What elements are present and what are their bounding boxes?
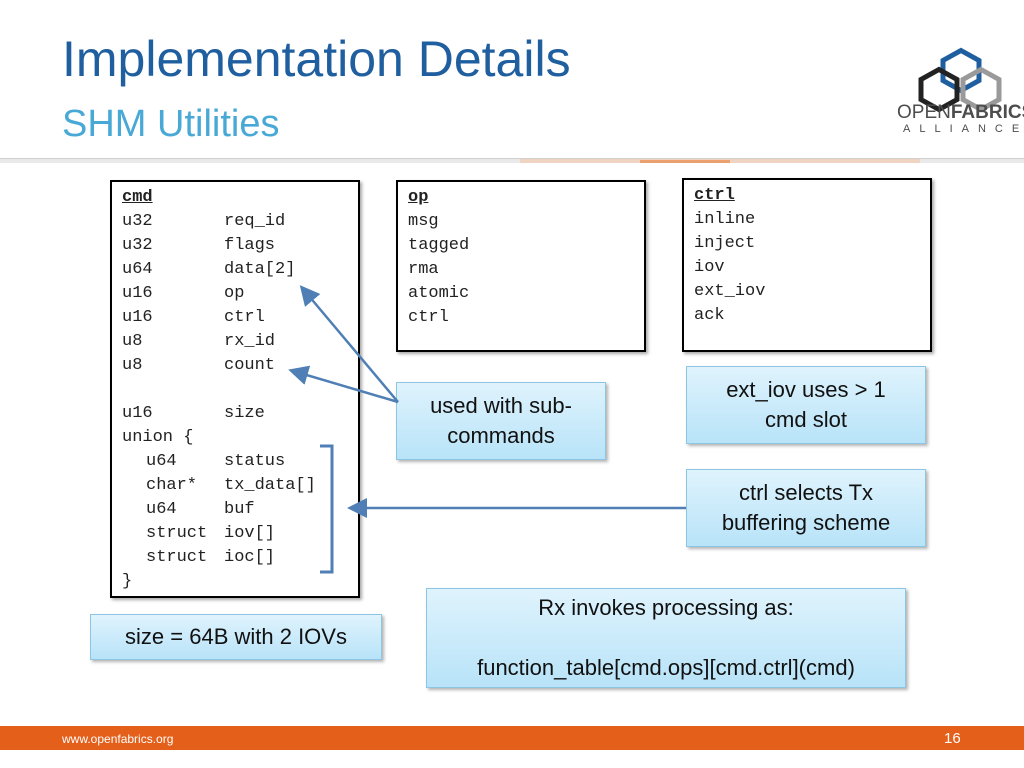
page-number: 16 [944, 730, 961, 747]
cmd-row-type: u8 [122, 332, 143, 351]
openfabrics-logo-icon [918, 47, 1002, 113]
callout-size-note: size = 64B with 2 IOVs [90, 614, 382, 660]
callout-line: used with sub- [430, 393, 572, 418]
union-bracket [320, 444, 334, 574]
ctrl-item: ext_iov [694, 282, 766, 301]
slide-title: Implementation Details [62, 31, 571, 87]
logo-wordmark: OPENFABRICS [897, 102, 1024, 123]
ctrl-item: ack [694, 306, 725, 325]
footer-bar [0, 726, 1024, 750]
union-open: union { [122, 428, 194, 447]
arrow-to-op [299, 285, 399, 403]
arrow-to-count [288, 365, 399, 404]
union-row-type: char* [146, 476, 198, 495]
op-header: op [408, 188, 429, 207]
cmd-row-field: count [224, 356, 276, 375]
cmd-row-field: data[2] [224, 260, 296, 279]
callout-line: Rx invokes processing as: [538, 595, 794, 620]
ctrl-header: ctrl [694, 186, 735, 205]
ctrl-box: ctrl inline inject iov ext_iov ack [682, 178, 932, 352]
cmd-row-type: u16 [122, 308, 153, 327]
cmd-row-field: ctrl [224, 308, 265, 327]
union-row-type: u64 [146, 500, 177, 519]
op-box: op msg tagged rma atomic ctrl [396, 180, 646, 352]
op-item: ctrl [408, 308, 449, 327]
union-row-type: u64 [146, 452, 177, 471]
callout-line: ctrl selects Tx [738, 480, 874, 505]
cmd-row-type: u16 [122, 284, 153, 303]
cmd-row-type: u16 [122, 404, 153, 423]
callout-line: size = 64B with 2 IOVs [125, 624, 347, 649]
callout-ctrl-selects: ctrl selects Tx buffering scheme [686, 469, 926, 547]
cmd-struct-box: cmd u32 req_id u32 flags u64 data[2] u16… [110, 180, 360, 598]
logo-alliance: ALLIANCE [903, 123, 1024, 135]
union-close: } [122, 572, 133, 591]
cmd-row-field: size [224, 404, 265, 423]
ctrl-item: inject [694, 234, 756, 253]
union-row-field: iov[] [224, 524, 276, 543]
callout-line: function_table[cmd.ops][cmd.ctrl](cmd) [477, 655, 855, 680]
op-item: atomic [408, 284, 470, 303]
callout-rx-invokes: Rx invokes processing as: function_table… [426, 588, 906, 688]
ctrl-item: iov [694, 258, 725, 277]
union-row-field: buf [224, 500, 255, 519]
union-row-field: tx_data[] [224, 476, 316, 495]
op-item: msg [408, 212, 439, 231]
callout-line: ext_iov uses > 1 [726, 377, 886, 402]
op-item: tagged [408, 236, 470, 255]
union-row-type: struct [146, 524, 208, 543]
footer-url: www.openfabrics.org [62, 732, 174, 746]
cmd-row-type: u8 [122, 356, 143, 375]
cmd-row-type: u32 [122, 236, 153, 255]
union-row-field: status [224, 452, 286, 471]
callout-line: cmd slot [765, 407, 847, 432]
callout-line: buffering scheme [721, 510, 891, 535]
ctrl-item: inline [694, 210, 756, 229]
cmd-row-field: req_id [224, 212, 286, 231]
cmd-row-field: op [224, 284, 245, 303]
title-divider [0, 158, 1024, 163]
slide-subtitle: SHM Utilities [62, 103, 280, 145]
cmd-row-field: rx_id [224, 332, 276, 351]
op-item: rma [408, 260, 439, 279]
union-row-field: ioc[] [224, 548, 276, 567]
cmd-row-field: flags [224, 236, 276, 255]
callout-line: commands [447, 423, 555, 448]
cmd-header: cmd [122, 188, 153, 207]
cmd-row-type: u32 [122, 212, 153, 231]
callout-ext-iov: ext_iov uses > 1 cmd slot [686, 366, 926, 444]
union-row-type: struct [146, 548, 208, 567]
callout-sub-commands: used with sub- commands [396, 382, 606, 460]
cmd-row-type: u64 [122, 260, 153, 279]
